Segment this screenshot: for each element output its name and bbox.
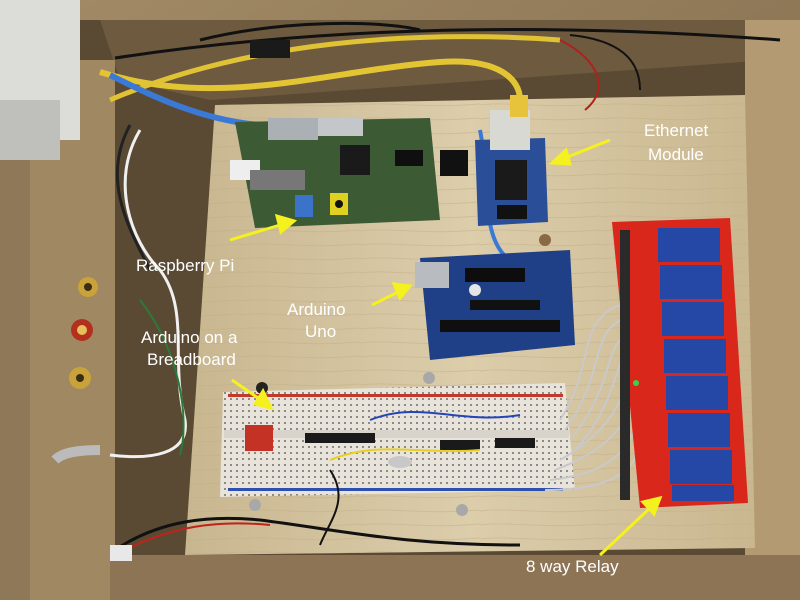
breadboard	[220, 372, 575, 546]
arrow-relay	[598, 506, 652, 557]
label-breadboard-line1: Arduino on a	[141, 328, 238, 347]
wood-knot	[539, 234, 551, 246]
annotation-arrows	[229, 138, 663, 557]
ethernet-module-board	[475, 95, 548, 226]
capacitor	[256, 382, 268, 394]
ethernet-cable	[99, 58, 523, 101]
label-relay: 8 way Relay	[526, 557, 619, 576]
enclosure-right-wall	[745, 20, 800, 600]
label-ethernet-line2: Module	[648, 145, 704, 164]
label-ethernet-line1: Ethernet	[644, 121, 709, 140]
breadboard-module	[245, 425, 273, 451]
arduino-uno-board	[415, 250, 575, 360]
relay-header-pins	[620, 230, 630, 500]
label-raspberry-pi: Raspberry Pi	[136, 256, 235, 275]
microcontroller-chip	[305, 433, 375, 443]
white-box-side	[0, 100, 60, 160]
arrow-raspberry-pi	[229, 223, 281, 242]
label-arduino-uno-line1: Arduino	[287, 300, 346, 319]
relay-modules	[658, 228, 734, 501]
enclosure-bottom-wall	[110, 555, 800, 600]
white-cable	[109, 129, 187, 459]
arrow-breadboard	[231, 378, 259, 400]
rca-jacks	[69, 277, 98, 389]
raspberry-pi-board	[230, 118, 468, 228]
label-arduino-uno-line2: Uno	[305, 322, 337, 341]
plug	[110, 545, 132, 561]
arrow-ethernet-module	[564, 138, 611, 160]
hdmi-plug	[250, 40, 290, 58]
label-breadboard-line2: Breadboard	[147, 350, 236, 369]
relay-board	[612, 218, 748, 508]
bottom-cable	[114, 516, 521, 552]
arrow-arduino-uno	[371, 290, 399, 307]
